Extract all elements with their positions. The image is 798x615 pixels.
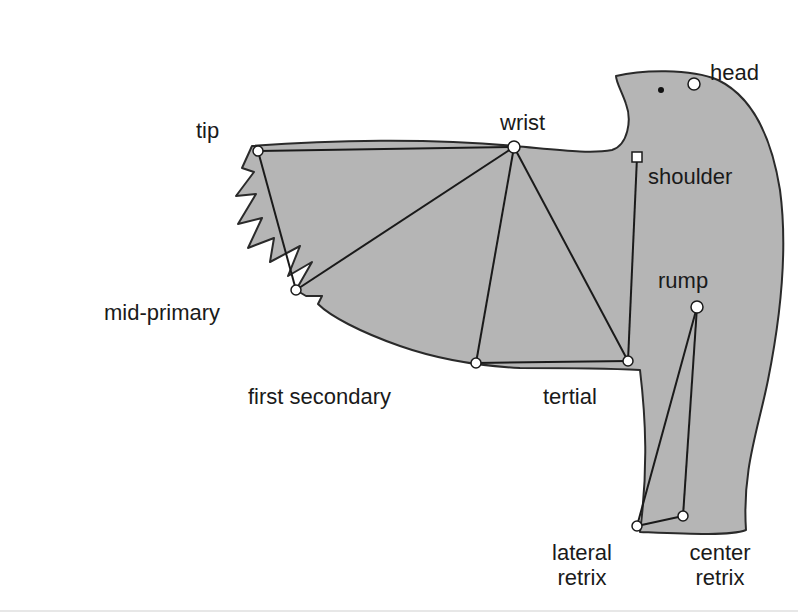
landmark-label: head [710, 60, 759, 85]
landmark-label: center retrix [678, 540, 762, 590]
landmark-lines [258, 147, 697, 526]
bottom-rule [0, 611, 798, 612]
landmark-label: mid-primary [104, 300, 220, 325]
bird-silhouette [236, 71, 783, 534]
landmark-label: wrist [500, 110, 545, 135]
landmark-label: tip [196, 118, 219, 143]
landmark-points [253, 78, 703, 531]
landmark-label: shoulder [648, 164, 732, 189]
landmark-label: tertial [543, 384, 597, 409]
eye-dot [658, 87, 664, 93]
landmark-label: first secondary [248, 384, 391, 409]
landmark-label: rump [658, 268, 708, 293]
landmark-label: lateral retrix [540, 540, 624, 590]
